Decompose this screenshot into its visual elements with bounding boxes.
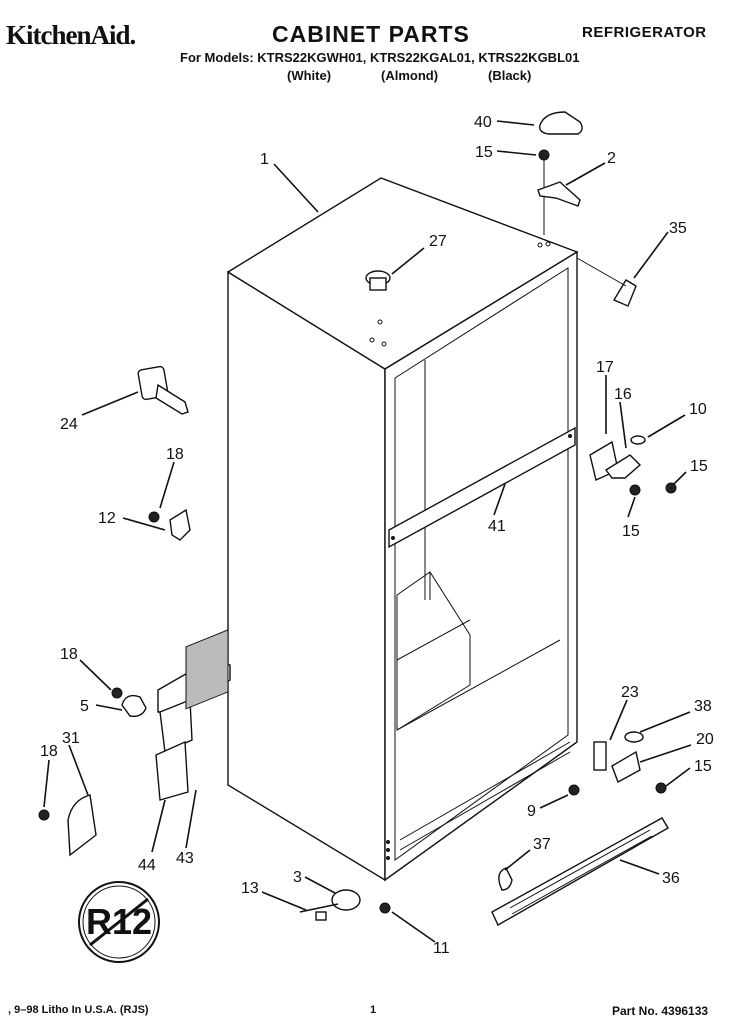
callout-31: 31 (62, 730, 80, 747)
hinge-cover-31 (38, 794, 97, 857)
door-stop-24 (137, 365, 189, 415)
hinge-cover-35 (612, 279, 637, 307)
callout-labels: 40 15 2 1 27 35 24 17 16 10 18 15 12 41 … (40, 114, 714, 957)
r12-refrigerant-badge: R12 (78, 881, 160, 963)
callout-41: 41 (488, 518, 506, 535)
hinge-12 (148, 508, 191, 541)
callout-23: 23 (621, 684, 639, 701)
page-title: CABINET PARTS (272, 21, 470, 47)
leveling-parts (299, 889, 391, 921)
callout-17: 17 (596, 359, 614, 376)
screw-9 (568, 784, 580, 796)
top-cap-40 (538, 111, 583, 135)
callout-12: 12 (98, 510, 116, 527)
center-rail-41 (388, 426, 576, 549)
callout-15: 15 (622, 523, 640, 540)
hinge-lower-left (111, 629, 231, 801)
page-number: 1 (370, 1004, 377, 1016)
callout-40: 40 (474, 114, 492, 131)
callout-1: 1 (260, 151, 269, 168)
hinge-bracket-2 (537, 181, 581, 207)
callout-3: 3 (293, 869, 302, 886)
callout-24: 24 (60, 416, 78, 433)
callout-15: 15 (690, 458, 708, 475)
callout-27: 27 (429, 233, 447, 250)
callout-35: 35 (669, 220, 687, 237)
hinge-lower-right (593, 731, 667, 794)
screw-15-top (538, 149, 550, 235)
callout-2: 2 (607, 150, 616, 167)
brand-logo: KitchenAid. (6, 20, 136, 50)
callout-9: 9 (527, 803, 536, 820)
callout-10: 10 (689, 401, 707, 418)
models-line: For Models: KTRS22KGWH01, KTRS22KGAL01, … (180, 50, 580, 65)
callout-18: 18 (60, 646, 78, 663)
callout-15: 15 (694, 758, 712, 775)
color-black: (Black) (488, 68, 532, 83)
callout-44: 44 (138, 857, 156, 874)
cabinet-body (226, 177, 579, 882)
callout-5: 5 (80, 698, 89, 715)
callout-20: 20 (696, 731, 714, 748)
hinge-center-16 (589, 435, 677, 496)
litho-note: , 9–98 Litho In U.S.A. (RJS) (8, 1004, 149, 1016)
callout-18: 18 (166, 446, 184, 463)
callout-13: 13 (241, 880, 259, 897)
color-almond: (Almond) (381, 68, 439, 83)
leader-lines (43, 120, 692, 943)
callout-15: 15 (475, 144, 493, 161)
product-type: REFRIGERATOR (582, 24, 707, 41)
color-white: (White) (287, 68, 332, 83)
callout-36: 36 (662, 870, 680, 887)
callout-37: 37 (533, 836, 551, 853)
callout-18: 18 (40, 743, 58, 760)
badge-text: R12 (86, 901, 152, 942)
callout-16: 16 (614, 386, 632, 403)
callout-11: 11 (433, 940, 450, 957)
part-number: Part No. 4396133 (612, 1004, 709, 1018)
plug-27 (365, 270, 391, 291)
clip-37 (498, 867, 513, 891)
callout-43: 43 (176, 850, 194, 867)
callout-38: 38 (694, 698, 712, 715)
toe-grille-36 (491, 817, 669, 926)
